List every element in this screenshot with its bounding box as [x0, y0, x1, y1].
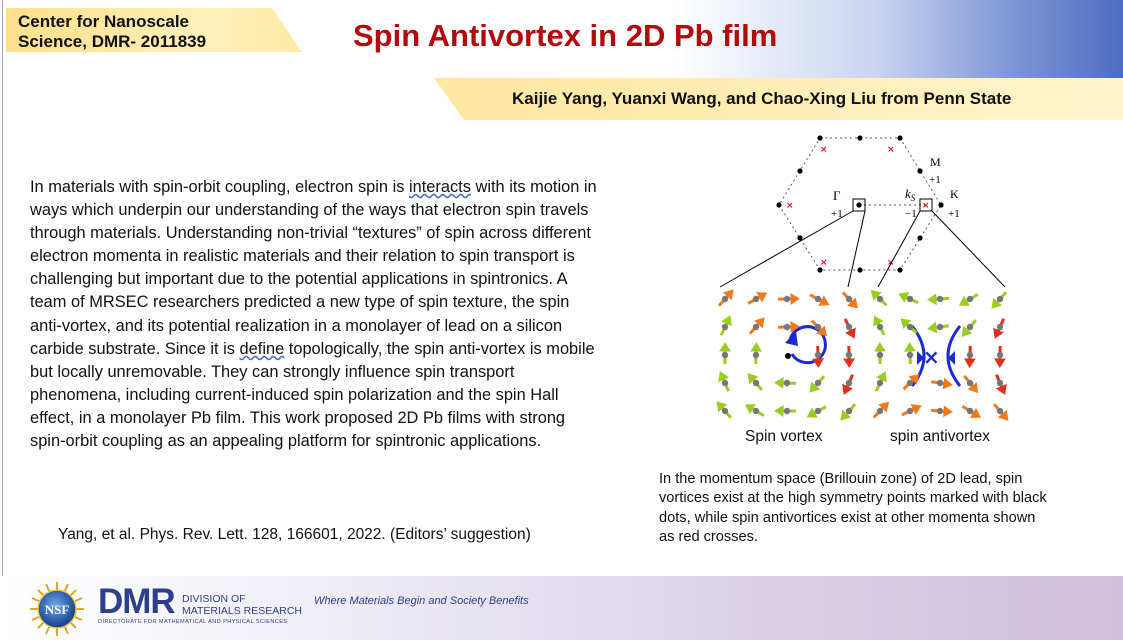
spin-site — [966, 407, 974, 415]
spin-arrows — [711, 285, 1014, 425]
spin-site — [752, 379, 760, 387]
authors-line: Kaijie Yang, Yuanxi Wang, and Chao-Xing … — [512, 89, 1012, 108]
spin-site — [845, 351, 853, 359]
label-spin-vortex: Spin vortex — [745, 428, 823, 445]
citation: Yang, et al. Phys. Rev. Lett. 128, 16660… — [58, 526, 531, 543]
spin-site — [814, 323, 822, 331]
body-part-3: topologically, the spin anti-vortex is m… — [30, 339, 595, 451]
label-k: K — [950, 187, 959, 201]
spin-site — [783, 295, 791, 303]
spin-site — [996, 323, 1004, 331]
footer-tagline: Where Materials Begin and Society Benefi… — [314, 595, 529, 607]
body-part-1: In materials with spin-orbit coupling, e… — [30, 178, 409, 196]
svg-text:×: × — [820, 258, 828, 268]
spin-site — [814, 295, 822, 303]
slide-title: Spin Antivortex in 2D Pb film — [353, 18, 778, 53]
division-name: DIVISION OF MATERIALS RESEARCH — [182, 593, 312, 617]
label-gamma: Γ — [833, 188, 841, 203]
footer-band — [0, 576, 1123, 640]
spin-site — [876, 351, 884, 359]
antivortex-symbol: × — [923, 345, 940, 369]
figure-caption: In the momentum space (Brillouin zone) o… — [659, 471, 1047, 546]
spin-site — [752, 407, 760, 415]
spin-site — [783, 379, 791, 387]
spin-site — [845, 295, 853, 303]
spin-site — [845, 323, 853, 331]
spin-site — [721, 323, 729, 331]
spin-vortex-panel — [785, 325, 827, 365]
label-m: M — [930, 155, 941, 169]
brillouin-zone: ××× ××× Γ +1 M +1 kS −1 K +1 — [776, 135, 960, 273]
body-part-2: with its motion in ways which underpin o… — [30, 178, 597, 358]
spin-site — [966, 351, 974, 359]
spin-site — [814, 379, 822, 387]
slide-edge — [2, 0, 3, 640]
word-define: define — [239, 339, 285, 358]
spin-site — [876, 323, 884, 331]
center-line1: Center for Nanoscale — [18, 12, 189, 31]
spin-site — [906, 323, 914, 331]
spin-site — [721, 379, 729, 387]
spin-site — [783, 407, 791, 415]
spin-site — [936, 295, 944, 303]
spin-site — [966, 295, 974, 303]
center-line2: Science, DMR- 2011839 — [18, 32, 207, 51]
spin-site — [906, 379, 914, 387]
spin-site — [721, 351, 729, 359]
svg-text:×: × — [786, 201, 794, 211]
spin-site — [783, 323, 791, 331]
spin-texture-figure: ××× ××× Γ +1 M +1 kS −1 K +1 × — [711, 135, 1014, 425]
spin-site — [752, 295, 760, 303]
dmr-logo-text: DMR — [98, 582, 176, 621]
spin-site — [936, 379, 944, 387]
spin-site — [721, 295, 729, 303]
spin-site — [752, 323, 760, 331]
spin-site — [814, 351, 822, 359]
author-tag-shape — [434, 78, 1123, 120]
spin-site — [721, 407, 729, 415]
svg-text:×: × — [922, 201, 930, 211]
spin-site — [845, 379, 853, 387]
zoom-lines — [719, 210, 1006, 288]
spin-site — [996, 407, 1004, 415]
spin-site — [906, 351, 914, 359]
label-spin-antivortex: spin antivortex — [890, 428, 990, 445]
spin-site — [996, 295, 1004, 303]
spin-site — [996, 379, 1004, 387]
label-gamma-num: +1 — [831, 208, 843, 220]
svg-text:×: × — [887, 145, 895, 155]
spin-site — [906, 295, 914, 303]
center-name: Center for Nanoscale Science, DMR- 20118… — [18, 12, 206, 52]
svg-text:×: × — [820, 145, 828, 155]
spin-antivortex-panel: × — [910, 325, 962, 387]
label-ks-num: −1 — [905, 208, 917, 220]
spin-site — [876, 295, 884, 303]
nsf-text: NSF — [45, 602, 70, 617]
spin-site — [876, 407, 884, 415]
spin-site — [996, 351, 1004, 359]
body-paragraph: In materials with spin-orbit coupling, e… — [30, 176, 598, 453]
division-line2: MATERIALS RESEARCH — [182, 605, 302, 617]
spin-site — [966, 323, 974, 331]
division-line1: DIVISION OF — [182, 593, 246, 605]
label-ks: kS — [905, 186, 916, 203]
label-m-num: +1 — [929, 174, 941, 186]
spin-site — [876, 379, 884, 387]
center-tag-shape — [6, 8, 302, 52]
word-interacts: interacts — [408, 178, 471, 196]
spin-site — [966, 379, 974, 387]
spin-site — [752, 351, 760, 359]
nsf-logo: NSF — [30, 582, 84, 636]
spin-site — [906, 407, 914, 415]
label-k-num: +1 — [948, 208, 960, 220]
high-symmetry-dots — [776, 135, 944, 273]
spin-site — [936, 323, 944, 331]
spin-site — [814, 407, 822, 415]
directorate-name: DIRECTORATE FOR MATHEMATICAL AND PHYSICA… — [98, 619, 288, 625]
spin-site — [936, 407, 944, 415]
spin-site — [845, 407, 853, 415]
